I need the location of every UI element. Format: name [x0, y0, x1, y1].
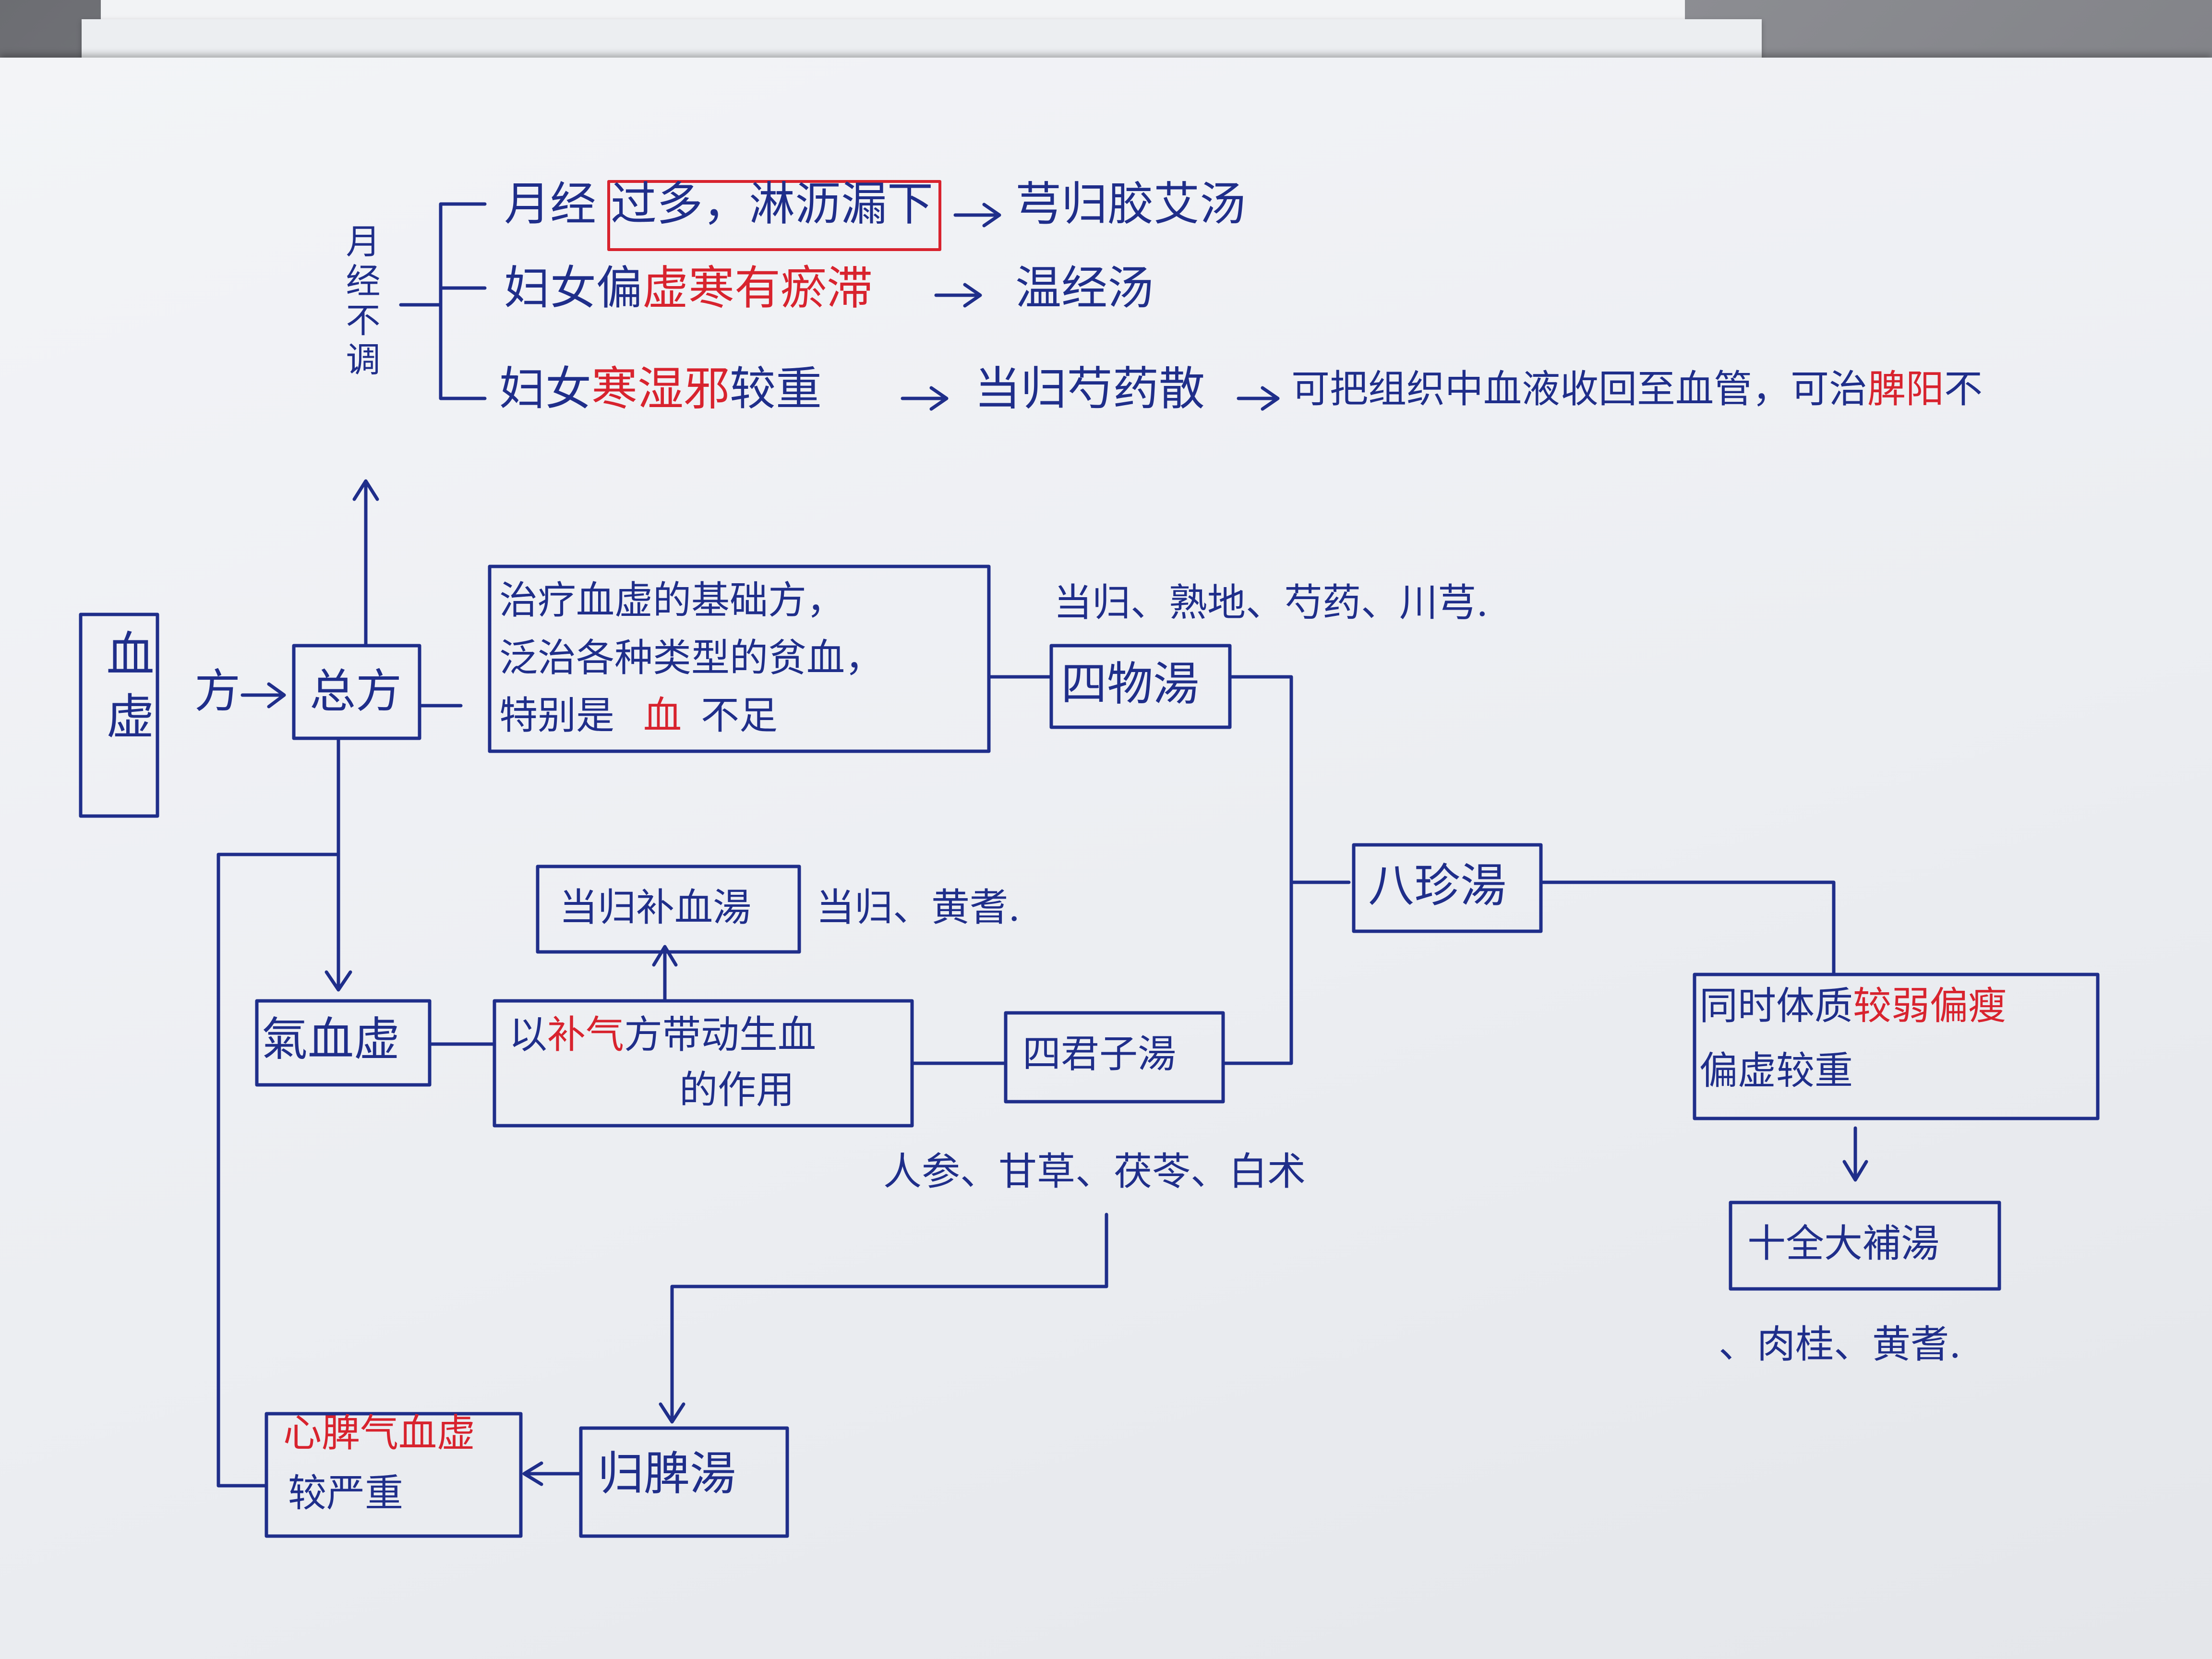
arrow-top-3: [901, 386, 949, 411]
top-section-label-text: 月经不调: [340, 223, 380, 381]
arrow-up-to-top: [352, 479, 379, 648]
top-item-3-suffix: 较重: [730, 362, 822, 416]
top-bracket: [399, 202, 487, 400]
zongfang-desc-line3: 特别是血不足: [499, 694, 778, 738]
qixue-desc-highlight: 补气: [547, 1012, 624, 1057]
top-item-3-formula: 当归芍药散: [974, 362, 1205, 416]
top-item-1-prefix: 月经: [504, 177, 596, 231]
root-box: [79, 613, 159, 818]
left-loop-line: [216, 853, 340, 1488]
root-arrow-text: 方: [194, 664, 240, 718]
siwu-ingredients: 当归、熟地、芍药、川芎.: [1054, 580, 1489, 625]
xinpi-line1: 心脾气血虚: [283, 1411, 475, 1455]
sijunzi-box: [1004, 1011, 1225, 1104]
top-item-2-highlight: 虚寒有瘀滞: [642, 261, 873, 315]
siwu-box: [1049, 644, 1232, 729]
arrow-zongfang-qixue: [325, 736, 352, 992]
tongshi-box: [1693, 973, 2100, 1120]
siwu-label: 四物湯: [1061, 657, 1199, 711]
top-item-3-note-suffix: 不: [1944, 367, 1983, 411]
bazhen-label: 八珍湯: [1368, 859, 1506, 913]
arrow-to-guipi: [659, 1213, 1108, 1424]
tongshi-line1-prefix: 同时体质: [1699, 984, 1853, 1028]
danggui-label: 当归补血湯: [559, 885, 751, 930]
sijunzi-label: 四君子湯: [1022, 1032, 1176, 1076]
zongfang-desc-line3-highlight: 血: [643, 693, 682, 738]
arrow-guipi-xinpi: [522, 1461, 583, 1486]
qixue-desc-prefix: 以: [509, 1012, 547, 1057]
arrow-up-danggui: [652, 945, 678, 1003]
arrow-top-1: [953, 203, 1001, 228]
zongfang-desc-box: [488, 565, 991, 753]
top-section-label: 月经不调: [338, 223, 382, 381]
zongfang-label: 总方: [310, 664, 402, 718]
zongfang-desc-line1: 治疗血虚的基础方，: [499, 578, 845, 623]
danggui-ingredients: 当归、黄耆.: [816, 885, 1021, 930]
top-item-1-formula: 芎归胶艾汤: [1015, 177, 1246, 231]
tongshi-line1-highlight: 较弱偏瘦: [1853, 984, 2007, 1028]
xinpi-box: [264, 1412, 523, 1538]
top-item-3-note-highlight: 脾阳: [1867, 367, 1944, 411]
top-item-1-highlight: 过多，淋沥漏下: [611, 177, 933, 231]
sijunzi-ingredients: 人参、甘草、茯苓、白术: [883, 1149, 1306, 1194]
shiquan-ingredients: 、肉桂、黄耆.: [1719, 1322, 1961, 1367]
bazhen-box: [1352, 843, 1543, 933]
top-item-3-highlight: 寒湿邪: [591, 362, 730, 416]
zongfang-box: [292, 644, 421, 740]
qixue-desc-suffix: 方带动生血: [624, 1012, 816, 1057]
top-item-2-formula: 温经汤: [1015, 261, 1154, 315]
paper-sheet: [0, 58, 2212, 1659]
shiquan-box: [1729, 1201, 2001, 1291]
red-highlight-box: [607, 180, 941, 251]
top-item-2: 妇女偏虚寒有瘀滞: [504, 262, 873, 314]
arrow-top-4: [1237, 386, 1280, 411]
root-label: 血虚: [96, 629, 156, 754]
qixue-desc-line1: 以补气方带动生血: [509, 1013, 816, 1057]
top-item-3-note-prefix: 可把组织中血液收回至血管，可治: [1291, 367, 1867, 411]
tongshi-line1: 同时体质较弱偏瘦: [1699, 984, 2007, 1028]
arrow-top-2: [934, 283, 982, 308]
top-item-3-prefix: 妇女: [499, 362, 591, 416]
line-bazhen-tongshi: [1539, 880, 1836, 976]
zongfang-desc-line3-prefix: 特别是: [499, 693, 614, 738]
top-item-1: 月经过多，淋沥漏下: [504, 178, 933, 230]
top-item-3: 妇女寒湿邪较重: [499, 362, 822, 415]
top-item-2-prefix: 妇女偏: [504, 261, 642, 315]
qixue-label: 氣血虚: [262, 1012, 400, 1066]
arrow-down-shiquan: [1842, 1126, 1868, 1182]
bracket-bazhen: [1221, 675, 1351, 1065]
shiquan-label: 十全大補湯: [1747, 1221, 1939, 1266]
qixue-desc-line2: 的作用: [679, 1068, 794, 1112]
tongshi-line2: 偏虚较重: [1699, 1048, 1853, 1093]
xinpi-line2: 较严重: [288, 1471, 403, 1515]
zongfang-desc-line3-suffix: 不足: [701, 693, 778, 738]
top-item-3-note: 可把组织中血液收回至血管，可治脾阳不: [1291, 367, 1983, 411]
guipi-box: [579, 1426, 789, 1538]
danggui-box: [536, 865, 801, 954]
root-label-text: 血虚: [98, 629, 154, 754]
arrow-root-to-zongfang: [240, 682, 286, 709]
zongfang-desc-line2: 泛治各种类型的贫血，: [499, 636, 883, 680]
guipi-label: 归脾湯: [598, 1447, 736, 1501]
